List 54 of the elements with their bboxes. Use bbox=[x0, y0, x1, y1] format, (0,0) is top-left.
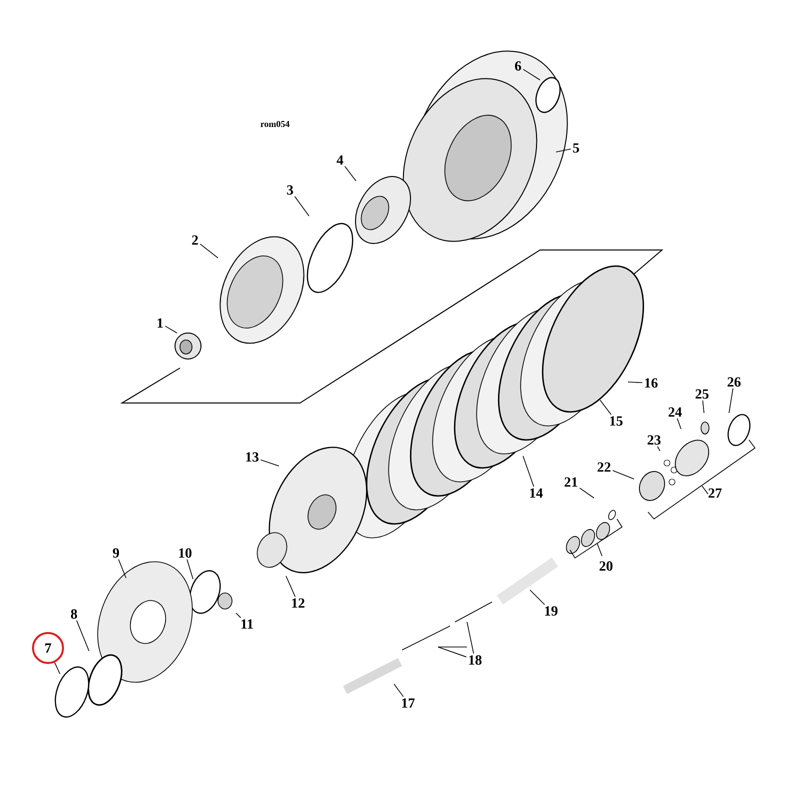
drawing-code: rom054 bbox=[260, 120, 290, 128]
leader-line bbox=[164, 326, 178, 334]
callout-number: 23 bbox=[648, 435, 661, 445]
callout-number: 3 bbox=[287, 185, 294, 195]
leader-line bbox=[294, 196, 310, 216]
callout-number: 2 bbox=[192, 235, 198, 245]
callout-number: 10 bbox=[179, 548, 192, 558]
callout-number: 9 bbox=[112, 548, 119, 558]
leader-line bbox=[76, 620, 90, 652]
callout-number: 27 bbox=[708, 488, 722, 498]
callout-number: 20 bbox=[600, 561, 612, 571]
leader-line bbox=[628, 382, 643, 384]
leader-line bbox=[438, 646, 467, 658]
leader-line bbox=[466, 622, 474, 654]
leader-line bbox=[657, 446, 660, 452]
callout-number: 26 bbox=[728, 377, 741, 387]
leader-line bbox=[522, 456, 534, 488]
callout-number: 4 bbox=[336, 155, 344, 165]
callout-number: 17 bbox=[402, 698, 415, 708]
leader-line bbox=[394, 684, 404, 698]
leader-line bbox=[676, 418, 682, 430]
leader-line bbox=[200, 244, 218, 258]
leader-line bbox=[556, 148, 572, 152]
leader-line bbox=[236, 612, 242, 618]
callout-number: 8 bbox=[70, 609, 78, 619]
leader-line bbox=[530, 590, 545, 605]
leader-line bbox=[186, 559, 194, 580]
callout-number: 25 bbox=[696, 389, 708, 399]
leader-line bbox=[54, 662, 60, 674]
leader-line bbox=[260, 460, 280, 466]
leader-line bbox=[522, 68, 540, 80]
leader-line bbox=[579, 488, 594, 498]
callout-number: 13 bbox=[246, 452, 259, 462]
leader-line bbox=[702, 400, 704, 414]
callout-number: 24 bbox=[668, 407, 682, 417]
leader-line bbox=[286, 576, 296, 598]
callout-number: 11 bbox=[242, 619, 253, 629]
callout-number: 16 bbox=[645, 378, 658, 388]
leader-line bbox=[728, 388, 734, 414]
callout-number: 6 bbox=[515, 61, 522, 71]
leader-line bbox=[344, 166, 356, 182]
callout-number: 15 bbox=[610, 416, 622, 426]
callout-number: 12 bbox=[292, 598, 304, 608]
leader-line bbox=[612, 470, 634, 480]
callout-number: 21 bbox=[564, 477, 578, 487]
callout-number: 7 bbox=[32, 632, 64, 664]
callout-number: 14 bbox=[530, 488, 543, 498]
leader-line bbox=[118, 559, 126, 578]
callout-number: 5 bbox=[573, 143, 579, 153]
leader-line bbox=[600, 400, 612, 415]
callout-number: 1 bbox=[158, 318, 163, 328]
callout-number: 18 bbox=[469, 655, 482, 665]
callout-number: 19 bbox=[545, 606, 558, 616]
callout-number: 22 bbox=[598, 462, 610, 472]
